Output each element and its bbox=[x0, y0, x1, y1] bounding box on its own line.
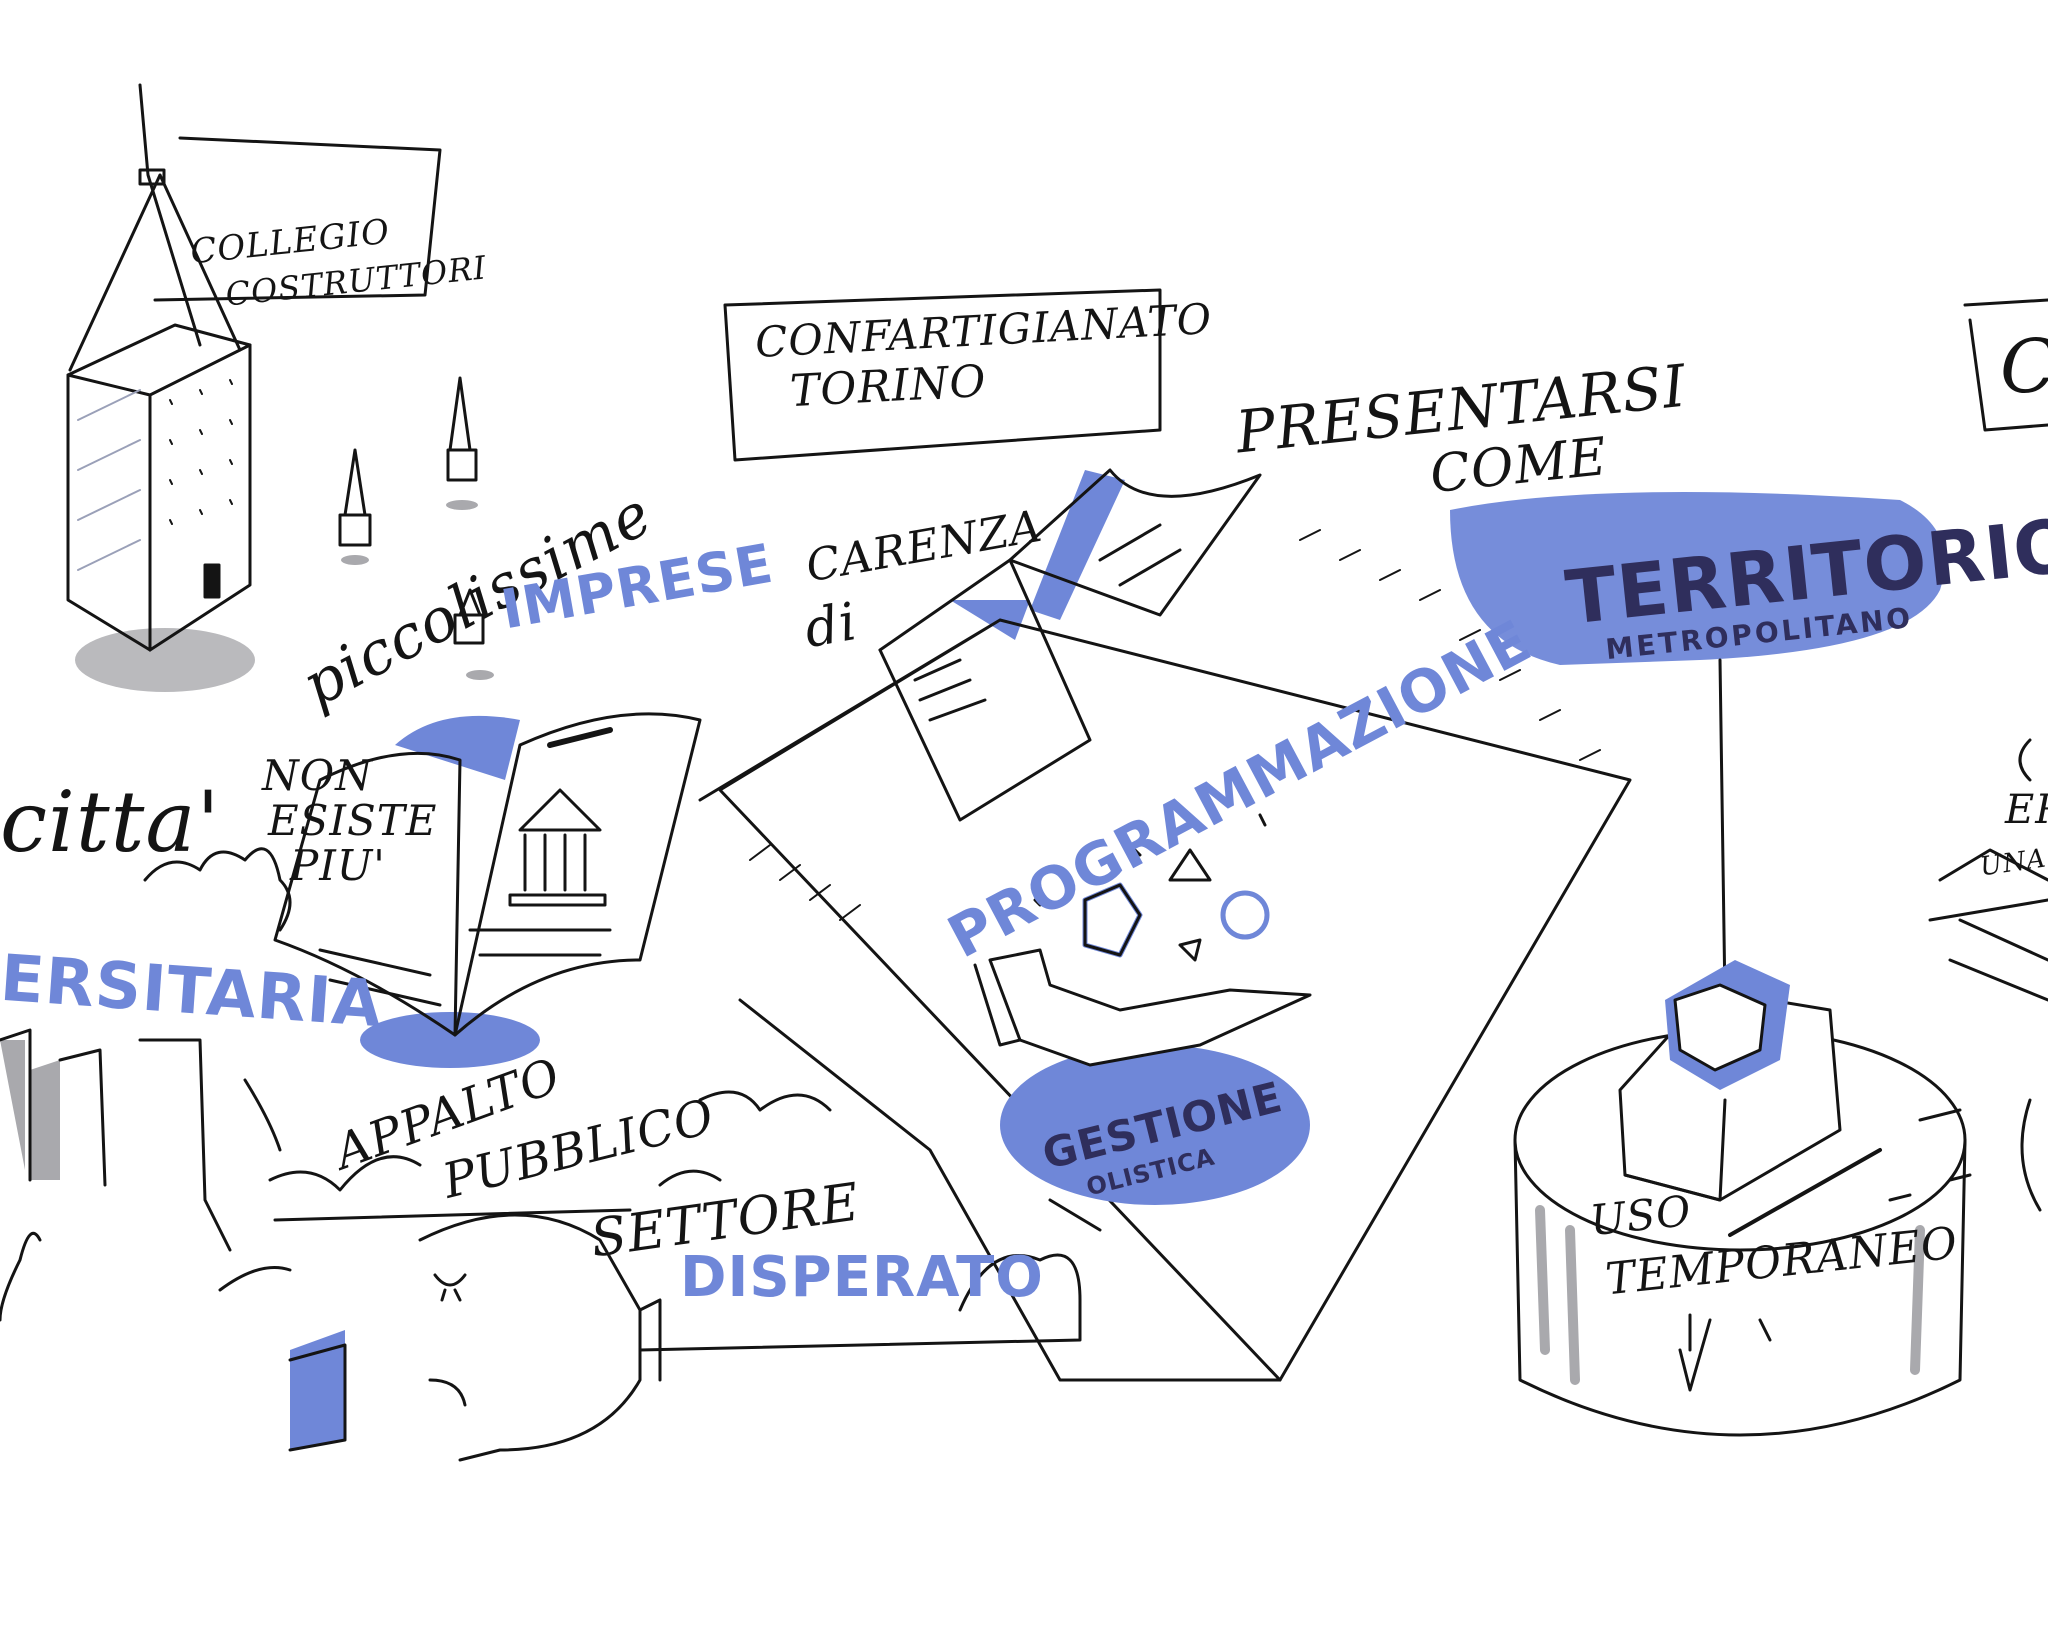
confartigianato-label-box bbox=[723, 288, 1162, 462]
hand-icon bbox=[973, 948, 1312, 1205]
pedestal-shading bbox=[1535, 1205, 1925, 1385]
right-partial-sketch bbox=[1928, 298, 2048, 1212]
torino-label: TORINO bbox=[788, 355, 988, 418]
territorio-blob bbox=[1450, 492, 1945, 665]
esiste-label: ESISTE bbox=[268, 796, 438, 845]
book-icon bbox=[273, 712, 702, 1068]
tower-icon bbox=[66, 83, 255, 692]
cube-icon bbox=[1665, 960, 1790, 1090]
di-label: di bbox=[800, 591, 862, 661]
blueprint-sheet-icon bbox=[698, 468, 1632, 1382]
small-tower-icon bbox=[338, 376, 494, 680]
tower-hatch bbox=[77, 389, 141, 571]
tower-windows bbox=[169, 379, 233, 525]
divider-line bbox=[273, 1208, 632, 1222]
bank-building-icon bbox=[508, 788, 607, 907]
non-label: NON bbox=[262, 751, 373, 800]
disperato-label: DISPERATO bbox=[680, 1245, 1044, 1310]
blueprint-ticks bbox=[749, 529, 1601, 921]
city-skyline-icon bbox=[0, 1028, 232, 1322]
piu-label: PIU' bbox=[290, 841, 386, 890]
city-skyline-icon bbox=[288, 1213, 662, 1462]
right-er-label: ER bbox=[2005, 787, 2048, 833]
uso-label: USO bbox=[1587, 1185, 1694, 1246]
right-c-label: C bbox=[2000, 330, 2048, 404]
clock-pedestal-icon bbox=[1513, 988, 1972, 1437]
territorio-connector bbox=[1718, 658, 1727, 1002]
sleeping-face-icon bbox=[428, 1273, 467, 1407]
crystals-icon bbox=[1033, 813, 1270, 962]
collegio-label-box bbox=[153, 136, 442, 302]
divider-line bbox=[243, 1078, 282, 1152]
cloud-icon bbox=[143, 847, 1082, 1352]
citta-label: citta' bbox=[0, 773, 221, 871]
